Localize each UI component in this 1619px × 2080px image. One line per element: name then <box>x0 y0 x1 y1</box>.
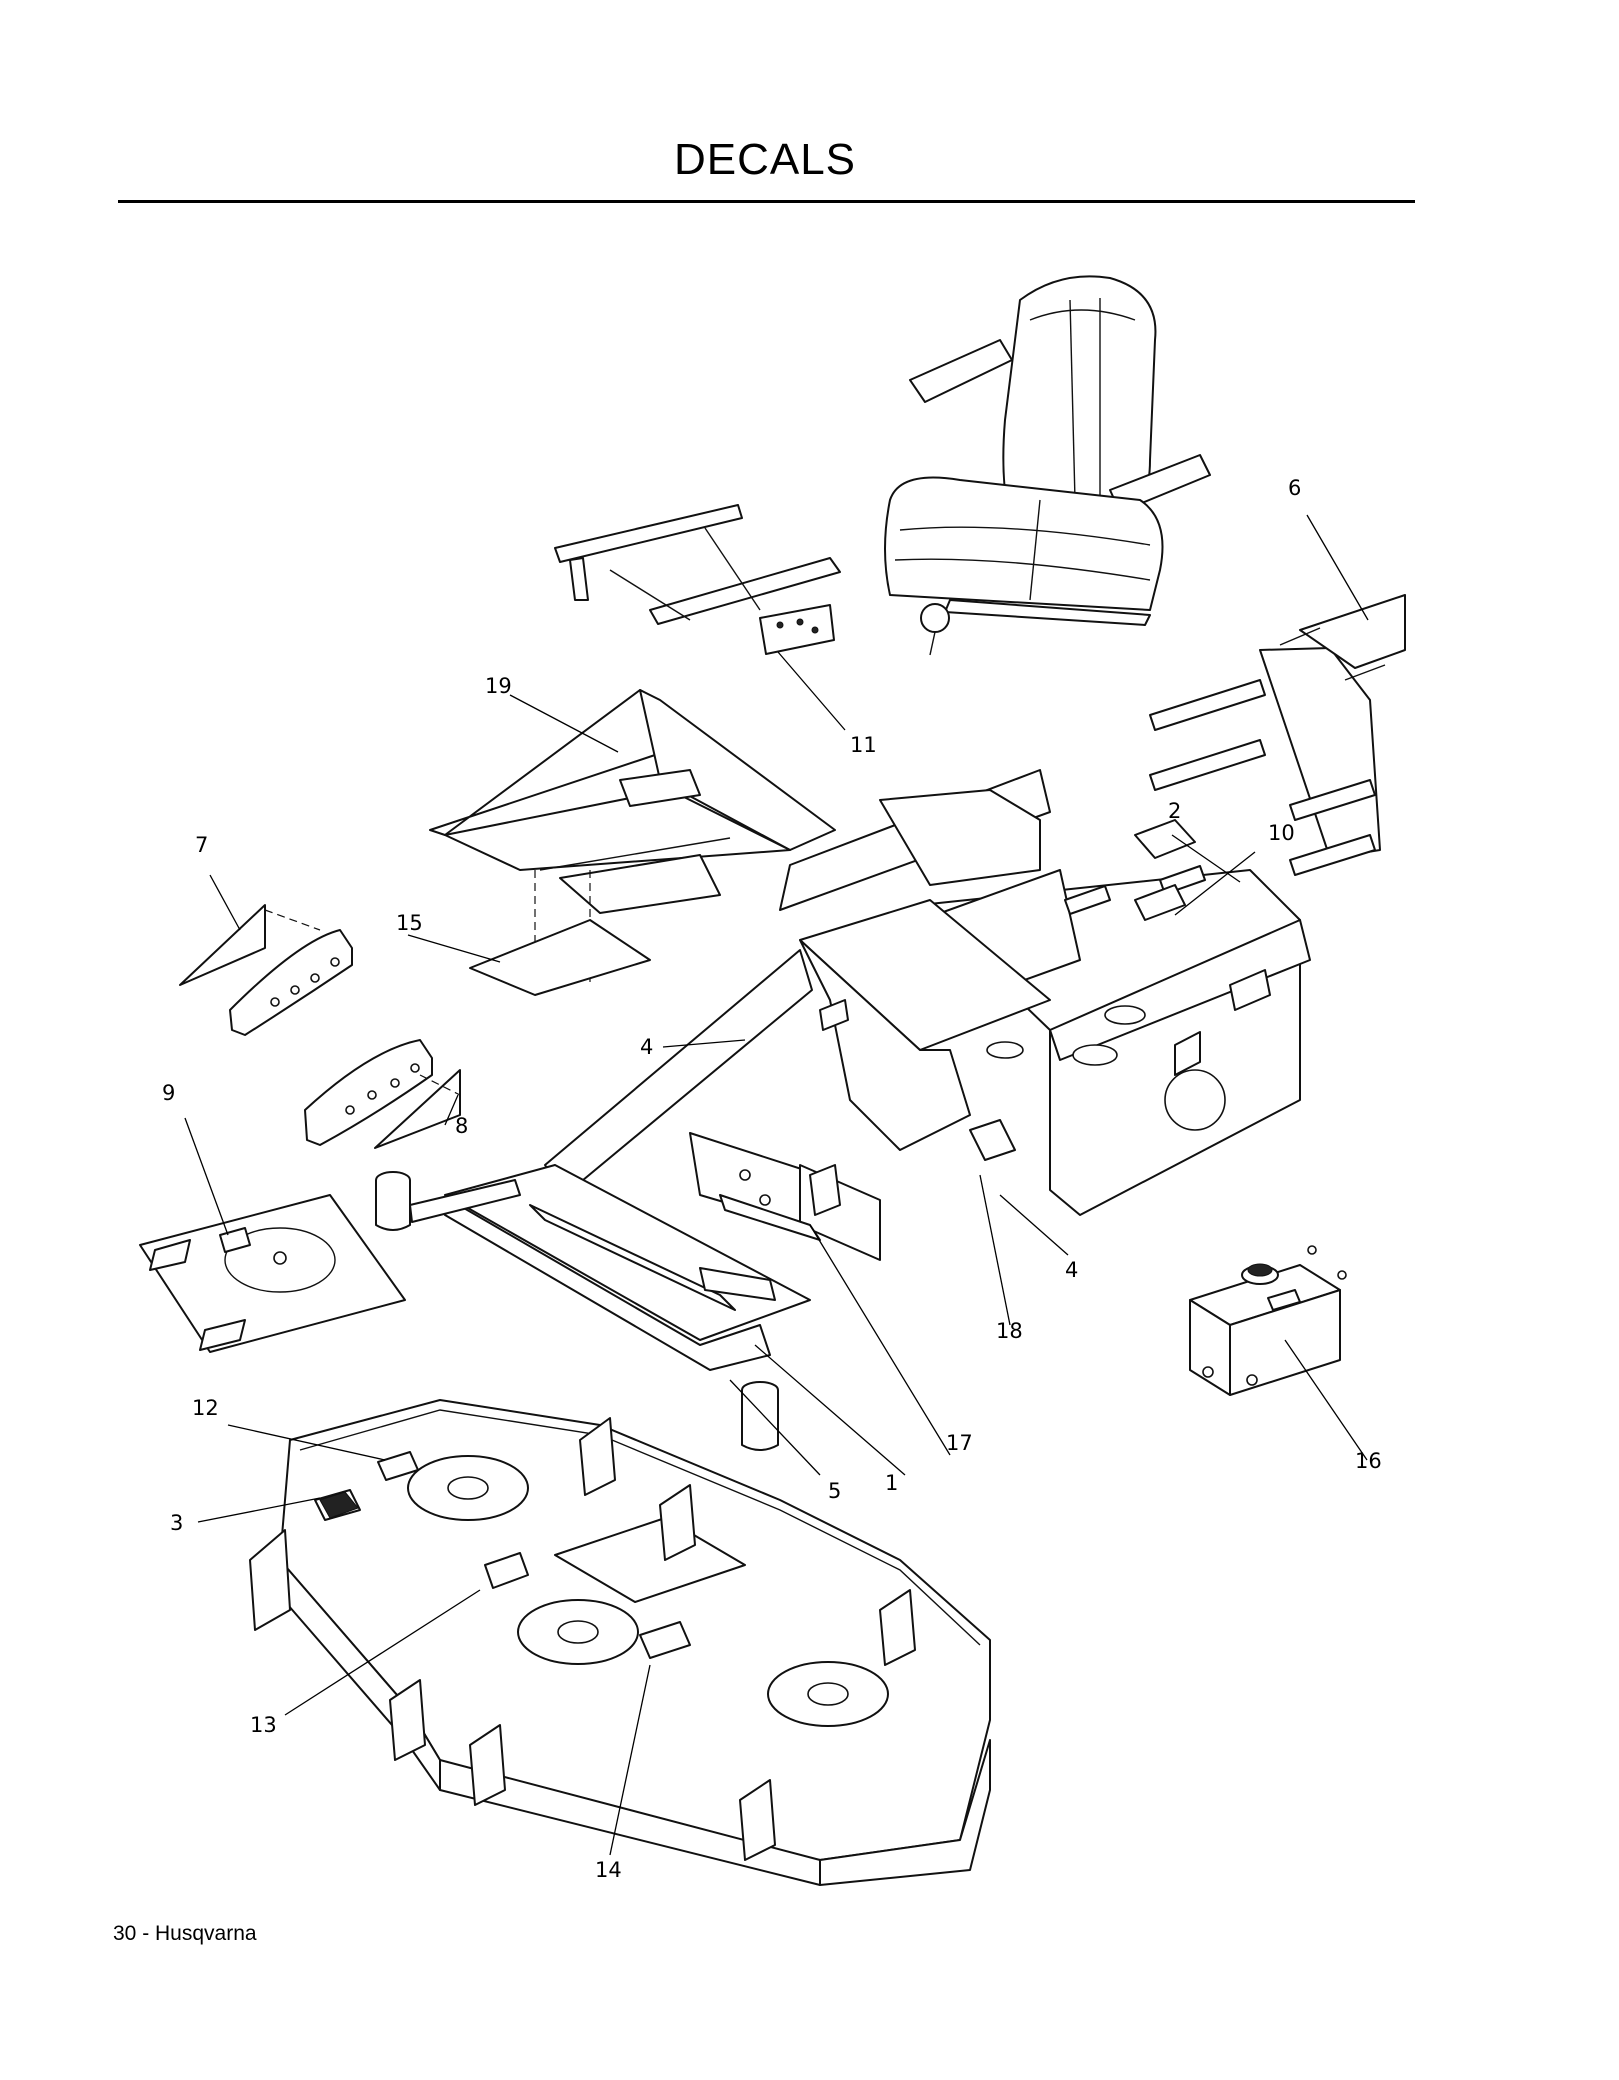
callout-8: 8 <box>455 1114 468 1138</box>
callout-2: 2 <box>1168 799 1181 823</box>
fuel-tank <box>1189 1245 1347 1396</box>
page-footer: 30 - Husqvarna <box>113 1922 257 1945</box>
roll-bar-assembly <box>1134 594 1406 921</box>
leader-lines <box>184 514 1369 1856</box>
callout-4-lower: 4 <box>1065 1258 1078 1282</box>
seat-assembly <box>884 275 1211 656</box>
callout-15: 15 <box>396 911 423 935</box>
mower-deck <box>249 1399 991 1886</box>
callout-16: 16 <box>1355 1449 1382 1473</box>
step-plate <box>139 1194 406 1353</box>
callout-5: 5 <box>828 1479 841 1503</box>
side-plates <box>179 904 461 1149</box>
callout-19: 19 <box>485 674 512 698</box>
floor-pan <box>429 689 836 996</box>
callout-10: 10 <box>1268 821 1295 845</box>
callout-6: 6 <box>1288 476 1301 500</box>
callout-labels: 1 2 3 4 4 5 6 7 8 9 10 11 12 13 14 15 16… <box>162 476 1382 1882</box>
callout-9: 9 <box>162 1081 175 1105</box>
callout-13: 13 <box>250 1713 277 1737</box>
callout-7: 7 <box>195 833 208 857</box>
callout-12: 12 <box>192 1396 219 1420</box>
callout-4-upper: 4 <box>640 1035 653 1059</box>
callout-17: 17 <box>946 1431 973 1455</box>
callout-3: 3 <box>170 1511 183 1535</box>
seat-mount-frame <box>554 504 841 655</box>
callout-14: 14 <box>595 1858 622 1882</box>
callout-1: 1 <box>885 1471 898 1495</box>
title-rule <box>118 200 1415 203</box>
page-title: DECALS <box>673 135 857 184</box>
main-frame <box>375 769 1311 1451</box>
callout-18: 18 <box>996 1319 1023 1343</box>
callout-11: 11 <box>850 733 877 757</box>
